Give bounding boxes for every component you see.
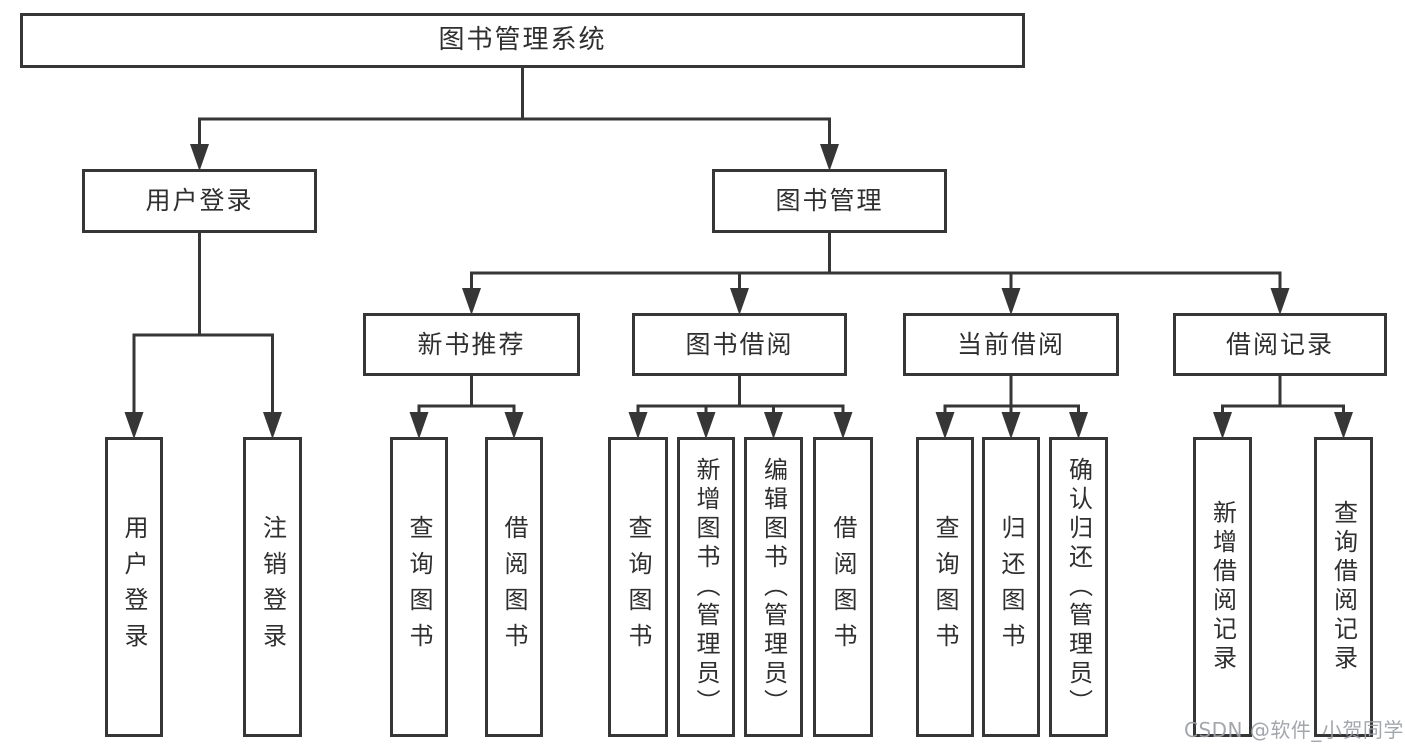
node-leaf-cb-return: 归还图书 [982, 437, 1040, 737]
node-label: 查询图书 [624, 515, 652, 659]
node-leaf-user-login: 用户登录 [105, 437, 163, 737]
node-label: 用户登录 [120, 515, 148, 659]
node-label: 图书管理系统 [438, 24, 607, 55]
node-leaf-rec-borrow: 借阅图书 [485, 437, 543, 737]
node-label: 当前借阅 [956, 329, 1065, 359]
node-leaf-bb-borrow: 借阅图书 [813, 437, 873, 737]
node-leaf-br-add: 新增借阅记录 [1193, 437, 1252, 737]
node-leaf-bb-query: 查询图书 [608, 437, 668, 737]
node-label: 确认归还（管理员） [1064, 456, 1093, 718]
node-leaf-bb-add: 新增图书（管理员） [677, 437, 735, 737]
node-label: 借阅记录 [1225, 329, 1334, 359]
node-leaf-cb-query: 查询图书 [916, 437, 974, 737]
node-leaf-bb-edit: 编辑图书（管理员） [744, 437, 803, 737]
node-label: 借阅图书 [829, 515, 857, 659]
node-borrow-records: 借阅记录 [1173, 313, 1387, 376]
node-label: 借阅图书 [500, 515, 528, 659]
node-new-book-recommend: 新书推荐 [363, 313, 580, 376]
node-label: 查询图书 [931, 515, 959, 659]
node-label: 图书借阅 [685, 329, 794, 359]
node-user-login: 用户登录 [82, 169, 317, 233]
node-leaf-br-query: 查询借阅记录 [1314, 437, 1373, 737]
node-label: 新书推荐 [417, 329, 526, 359]
node-label: 查询借阅记录 [1329, 500, 1358, 674]
node-leaf-cb-confirm: 确认归还（管理员） [1049, 437, 1108, 737]
node-current-borrow: 当前借阅 [903, 313, 1119, 376]
node-label: 编辑图书（管理员） [759, 456, 788, 718]
node-book-borrow: 图书借阅 [632, 313, 847, 376]
node-label: 新增借阅记录 [1208, 500, 1237, 674]
node-leaf-rec-query: 查询图书 [390, 437, 448, 737]
node-label: 新增图书（管理员） [692, 456, 720, 718]
node-label: 查询图书 [405, 515, 433, 659]
watermark: CSDN @软件_小贺同学 [1184, 718, 1404, 742]
node-leaf-logout: 注销登录 [243, 437, 302, 737]
node-label: 用户登录 [145, 186, 254, 215]
node-label: 注销登录 [258, 515, 287, 659]
node-system: 图书管理系统 [20, 13, 1025, 68]
node-label: 图书管理 [775, 186, 884, 215]
node-label: 归还图书 [997, 515, 1025, 659]
node-book-management: 图书管理 [712, 169, 947, 233]
